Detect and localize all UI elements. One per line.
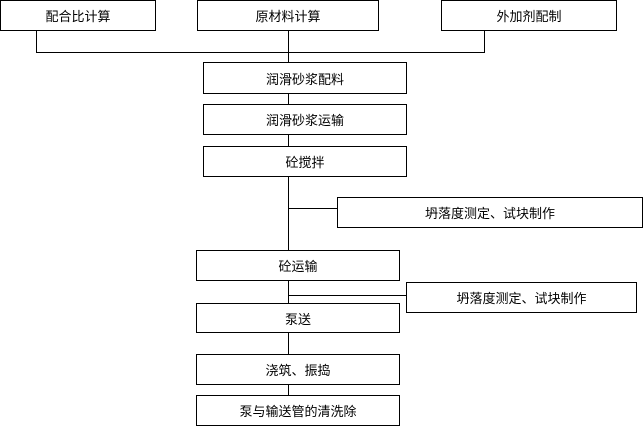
step-label: 润滑砂浆配料: [265, 72, 344, 88]
step-label: 浇筑、振捣: [265, 364, 331, 379]
connector-main-spine: [288, 30, 289, 398]
input-box-mix-ratio: 配合比计算: [0, 0, 156, 31]
step-label: 泵与输送管的清洗除: [239, 405, 357, 420]
connector-check-2: [288, 295, 406, 296]
input-label: 原材料计算: [255, 10, 321, 25]
step-box-mortar-batching: 润滑砂浆配料: [203, 62, 407, 94]
connector-right-down: [484, 30, 485, 52]
connector-top-bus: [36, 52, 485, 53]
step-label: 砼运输: [278, 260, 318, 275]
step-box-pumping: 泵送: [196, 303, 400, 333]
input-box-raw-material: 原材料计算: [197, 0, 379, 31]
check-label: 坍落度测定、试块制作: [456, 292, 587, 307]
check-box-slump-test-2: 坍落度测定、试块制作: [406, 282, 637, 313]
step-box-concrete-mixing: 砼搅拌: [203, 146, 407, 177]
input-label: 外加剂配制: [496, 10, 562, 25]
connector-left-down: [36, 30, 37, 52]
step-label: 砼搅拌: [285, 156, 325, 171]
check-label: 坍落度测定、试块制作: [424, 207, 555, 222]
step-box-pouring-vibrating: 浇筑、振捣: [196, 354, 400, 385]
input-label: 配合比计算: [45, 10, 111, 25]
step-label: 泵送: [284, 312, 311, 328]
step-box-pipe-cleaning: 泵与输送管的清洗除: [196, 395, 400, 426]
connector-check-1: [288, 208, 338, 209]
step-box-concrete-transport: 砼运输: [196, 250, 400, 281]
step-label: 润滑砂浆运输: [265, 114, 344, 129]
input-box-admixture: 外加剂配制: [441, 0, 617, 31]
check-box-slump-test-1: 坍落度测定、试块制作: [337, 197, 643, 228]
step-box-mortar-transport: 润滑砂浆运输: [203, 104, 407, 135]
